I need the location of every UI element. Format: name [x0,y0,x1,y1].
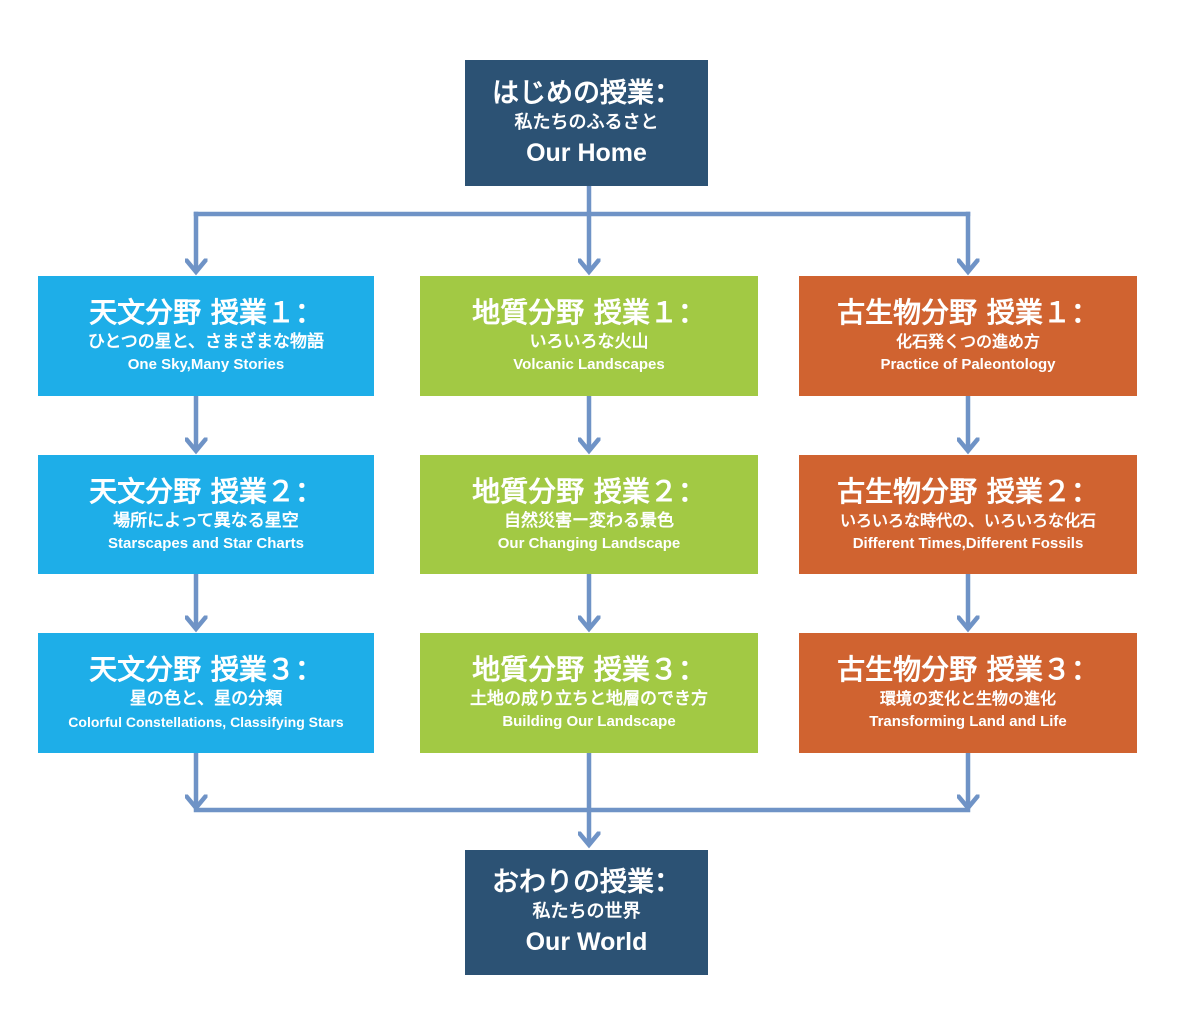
geology-lesson-1-box: 地質分野 授業１： いろいろな火山 Volcanic Landscapes [420,276,758,396]
lesson-title: 古生物分野 授業１： [837,296,1099,329]
lesson-title: 地質分野 授業２： [472,474,706,508]
lesson-title: 天文分野 授業３： [89,653,323,686]
lesson-english: One Sky,Many Stories [127,356,285,373]
final-lesson-subtitle: 私たちの世界 [532,901,641,922]
final-lesson-english: Our World [525,928,648,956]
lesson-english: Colorful Constellations, Classifying Sta… [68,714,344,730]
intro-lesson-english: Our Home [526,138,647,167]
lesson-subtitle: 場所によって異なる星空 [113,510,299,531]
lesson-subtitle: 土地の成り立ちと地層のでき方 [470,689,708,709]
intro-lesson-subtitle: 私たちのふるさと [514,111,659,133]
lesson-subtitle: 環境の変化と生物の進化 [879,689,1056,708]
lesson-subtitle: 化石発くつの進め方 [895,332,1040,351]
geology-lesson-3-box: 地質分野 授業３： 土地の成り立ちと地層のでき方 Building Our La… [420,633,758,753]
lesson-english: Our Changing Landscape [497,534,681,552]
lesson-english: Building Our Landscape [502,713,676,730]
lesson-title: 古生物分野 授業２： [837,474,1099,508]
lesson-title: 地質分野 授業１： [472,296,706,329]
lesson-english: Starscapes and Star Charts [108,534,304,552]
paleontology-lesson-3-box: 古生物分野 授業３： 環境の変化と生物の進化 Transforming Land… [799,633,1137,753]
paleontology-lesson-2-box: 古生物分野 授業２： いろいろな時代の、いろいろな化石 Different Ti… [799,455,1137,574]
intro-lesson-title: はじめの授業： [492,77,681,109]
final-lesson-title: おわりの授業： [492,867,681,898]
lesson-title: 天文分野 授業１： [89,296,323,329]
geology-lesson-2-box: 地質分野 授業２： 自然災害ー変わる景色 Our Changing Landsc… [420,455,758,574]
astronomy-lesson-2-box: 天文分野 授業２： 場所によって異なる星空 Starscapes and Sta… [38,455,374,574]
astronomy-lesson-1-box: 天文分野 授業１： ひとつの星と、さまざまな物語 One Sky,Many St… [38,276,374,396]
lesson-title: 天文分野 授業２： [89,474,323,508]
lesson-subtitle: 自然災害ー変わる景色 [504,510,674,531]
astronomy-lesson-3-box: 天文分野 授業３： 星の色と、星の分類 Colorful Constellati… [38,633,374,753]
lesson-subtitle: いろいろな時代の、いろいろな化石 [839,510,1096,530]
lesson-title: 古生物分野 授業３： [837,653,1099,686]
final-lesson-box: おわりの授業： 私たちの世界 Our World [465,850,708,975]
lesson-subtitle: 星の色と、星の分類 [129,689,283,709]
lesson-title: 地質分野 授業３： [472,653,706,686]
lesson-english: Practice of Paleontology [880,356,1056,373]
lesson-english: Volcanic Landscapes [513,356,665,373]
lesson-english: Different Times,Different Fossils [852,534,1084,552]
lesson-subtitle: ひとつの星と、さまざまな物語 [87,332,325,352]
lesson-subtitle: いろいろな火山 [529,332,649,352]
lesson-english: Transforming Land and Life [869,713,1067,730]
intro-lesson-box: はじめの授業： 私たちのふるさと Our Home [465,60,708,186]
paleontology-lesson-1-box: 古生物分野 授業１： 化石発くつの進め方 Practice of Paleont… [799,276,1137,396]
